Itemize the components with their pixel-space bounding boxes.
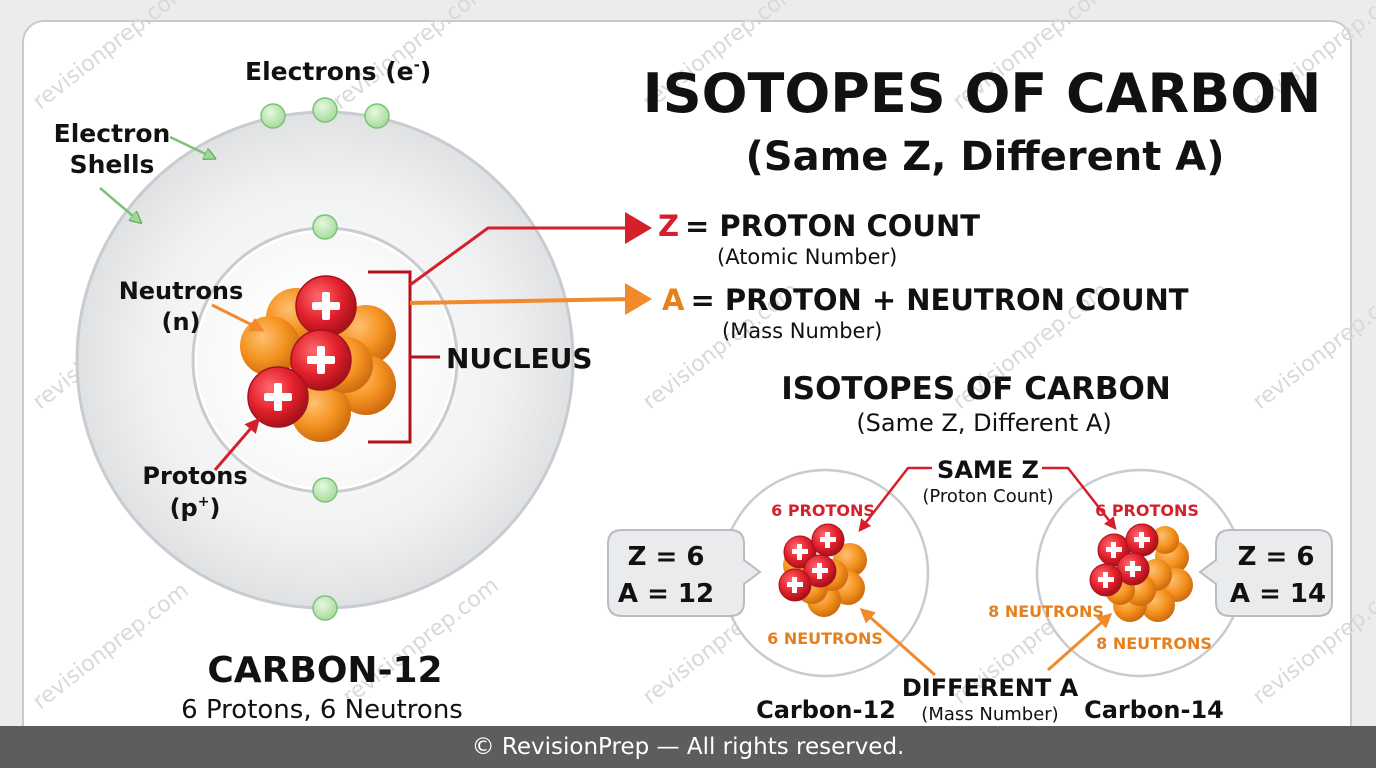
neutron xyxy=(1151,526,1179,554)
carbon-12-protons-label: 6 PROTONS xyxy=(771,501,875,520)
carbon-14-za-box: Z = 6 A = 14 xyxy=(1198,529,1333,617)
carbon-14-neutrons-label-right: 8 NEUTRONS xyxy=(1096,634,1212,653)
proton xyxy=(247,366,309,428)
proton xyxy=(290,329,352,391)
same-z-label: SAME Z xyxy=(937,456,1039,484)
same-z-arrow-right xyxy=(1042,466,1117,530)
watermark: revisionprep.com xyxy=(28,0,193,115)
copyright-text: © RevisionPrep — All rights reserved. xyxy=(471,734,905,760)
carbon-12-name: Carbon-12 xyxy=(756,696,896,724)
z-definition: Z= PROTON COUNT xyxy=(658,209,980,243)
neutrons-arrow xyxy=(211,303,265,332)
carbon-12-a: A = 12 xyxy=(618,579,714,609)
atom-name: CARBON-12 xyxy=(207,650,442,691)
nucleus xyxy=(240,275,396,442)
watermark: revisionprep.com xyxy=(28,578,193,715)
page-subtitle: (Same Z, Different A) xyxy=(745,134,1224,180)
carbon-14-z: Z = 6 xyxy=(1238,542,1315,572)
protons-label-line1: Protons xyxy=(142,462,247,490)
carbon-12-nucleus xyxy=(778,523,867,617)
electron xyxy=(260,103,286,129)
comparison-subheading: (Same Z, Different A) xyxy=(856,409,1111,437)
watermark: revisionprep.com xyxy=(1248,278,1376,415)
neutrons-label-line1: Neutrons xyxy=(119,277,244,305)
carbon-14-a: A = 14 xyxy=(1230,579,1326,609)
shells-arrow xyxy=(169,135,214,158)
proton xyxy=(1125,523,1159,557)
nucleus-label: NUCLEUS xyxy=(446,342,593,375)
same-z-sub: (Proton Count) xyxy=(922,486,1053,507)
a-definition-sub: (Mass Number) xyxy=(722,319,882,343)
atom-composition: 6 Protons, 6 Neutrons xyxy=(181,695,463,725)
isotope-diagram: revisionprep.com revisionprep.com revisi… xyxy=(28,0,1376,725)
copyright-footer: © RevisionPrep — All rights reserved. xyxy=(0,726,1376,768)
a-definition: A= PROTON + NEUTRON COUNT xyxy=(662,283,1189,317)
isotope-comparison: ISOTOPES OF CARBON (Same Z, Different A)… xyxy=(607,371,1333,725)
proton xyxy=(778,568,812,602)
electron xyxy=(312,595,338,621)
different-a-arrow-left xyxy=(859,608,936,677)
different-a-arrow-right xyxy=(1047,613,1113,672)
proton xyxy=(811,523,845,557)
comparison-heading: ISOTOPES OF CARBON xyxy=(781,371,1171,407)
carbon-12-neutrons-label: 6 NEUTRONS xyxy=(767,629,883,648)
carbon-14-nucleus xyxy=(1089,523,1193,622)
z-definition-sub: (Atomic Number) xyxy=(717,245,897,269)
electron xyxy=(364,103,390,129)
different-a-sub: (Mass Number) xyxy=(921,704,1058,725)
carbon-14-protons-label: 6 PROTONS xyxy=(1095,501,1199,520)
definitions: Z= PROTON COUNT (Atomic Number) A= PROTO… xyxy=(409,209,1189,343)
different-a-label: DIFFERENT A xyxy=(902,674,1079,702)
electrons-label: Electrons (e-) xyxy=(245,56,431,86)
shells-label-line1: Electron xyxy=(54,119,171,148)
protons-arrow xyxy=(213,417,260,471)
carbon-12-z: Z = 6 xyxy=(628,542,705,572)
shells-label-line2: Shells xyxy=(70,150,155,179)
proton xyxy=(803,554,837,588)
protons-label-line2: (p+) xyxy=(170,494,221,522)
a-arrow xyxy=(409,297,633,305)
a-arrowhead xyxy=(625,283,652,315)
electron xyxy=(312,477,338,503)
carbon-12-atom: Electrons (e-) Electron Shells Neutrons … xyxy=(54,56,593,725)
carbon-12-za-box: Z = 6 A = 12 xyxy=(607,529,762,617)
same-z-arrow-left xyxy=(858,466,932,532)
shells-arrow xyxy=(99,187,140,222)
carbon-14-name: Carbon-14 xyxy=(1084,696,1224,724)
proton xyxy=(1089,563,1123,597)
electron xyxy=(312,214,338,240)
page-title: ISOTOPES OF CARBON xyxy=(643,62,1322,125)
z-arrow xyxy=(409,226,632,287)
proton xyxy=(295,275,357,337)
electron xyxy=(312,97,338,123)
carbon-14-neutrons-label-left: 8 NEUTRONS xyxy=(988,602,1104,621)
z-arrowhead xyxy=(625,212,652,244)
neutrons-label-line2: (n) xyxy=(161,308,200,336)
